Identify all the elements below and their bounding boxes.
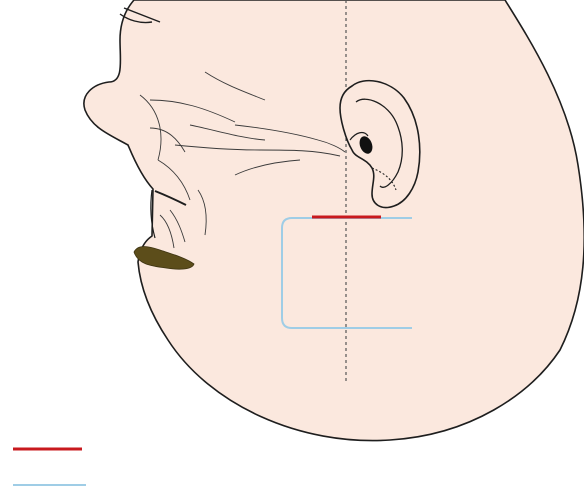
head-silhouette <box>84 0 584 441</box>
legend <box>13 449 86 485</box>
